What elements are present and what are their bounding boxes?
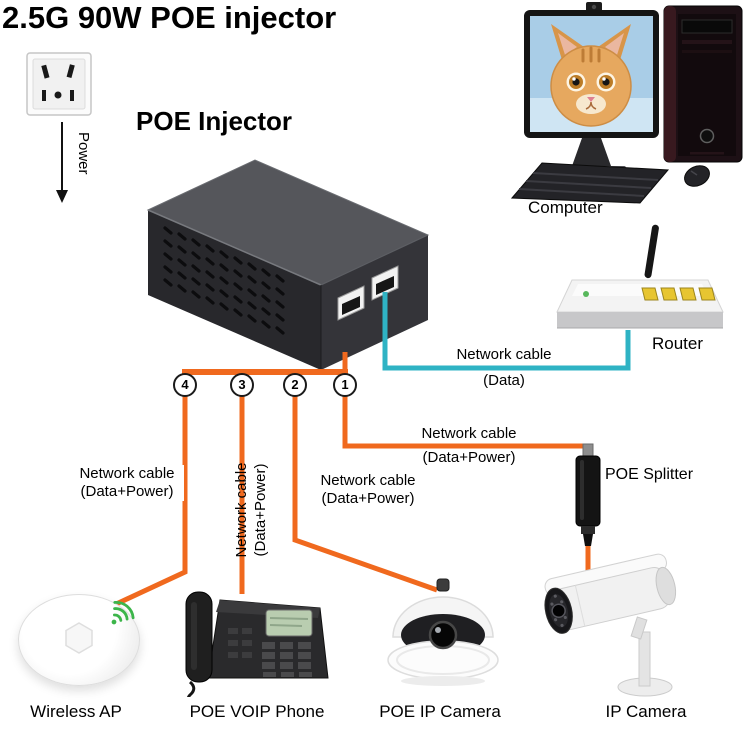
bullet-camera-body (544, 553, 677, 634)
wireless-ap-label: Wireless AP (30, 702, 122, 721)
vent-grill (163, 226, 285, 335)
rj45-port (337, 285, 365, 321)
dome-lens (428, 620, 458, 650)
injector-title: POE Injector (136, 106, 293, 136)
power-cables (110, 352, 591, 609)
cable-label-port2-line1: Network cable (320, 472, 416, 489)
page-title: 2.5G 90W POE injector (2, 0, 337, 35)
splitter-label: POE Splitter (605, 466, 694, 483)
ir-leds (550, 594, 567, 627)
cable-label-port2-line2: (Data+Power) (321, 490, 415, 507)
cable-label-port1-line2: (Data+Power) (406, 449, 532, 467)
cable-label-data-line1: Network cable (448, 346, 560, 364)
voip-phone-label: POE VOIP Phone (189, 702, 325, 721)
wifi-icon (111, 601, 135, 625)
cable-label-port4-line1: Network cable (79, 465, 175, 482)
phone-handset (185, 591, 213, 683)
dome-camera-device (387, 578, 499, 686)
router-ports (641, 287, 716, 301)
kitten-wallpaper (530, 16, 653, 132)
port-4-badge: 4 (173, 373, 197, 397)
port-3-badge: 3 (230, 373, 254, 397)
ip-camera-label: IP Camera (605, 702, 687, 721)
cable-label-data-line2: (Data) (448, 372, 560, 390)
poe-injector-device (146, 159, 430, 370)
router-label: Router (652, 334, 704, 353)
bullet-camera-device (544, 553, 677, 697)
power-outlet-icon (26, 52, 92, 116)
mouse (684, 165, 710, 187)
cable-label-port2: Network cable (Data+Power) (303, 472, 433, 508)
phone-buttons (228, 628, 252, 658)
injector-right-face (321, 235, 428, 370)
cable-port4 (110, 372, 188, 609)
poe-ip-camera-label: POE IP Camera (379, 702, 501, 721)
wireless-ap-device (18, 594, 140, 686)
router-device (556, 224, 724, 329)
cable-label-port3-line1: Network cable (233, 462, 250, 558)
cable-port2 (292, 372, 438, 593)
pc-tower (663, 5, 743, 163)
cable-label-port4-line2: (Data+Power) (80, 483, 174, 500)
port-2-badge: 2 (283, 373, 307, 397)
cable-label-port3: Network cable (Data+Power) (232, 444, 272, 576)
bullet-lens (551, 603, 566, 619)
poe-splitter-device (575, 443, 601, 546)
rj45-port (371, 265, 399, 301)
cable-label-port3-line2: (Data+Power) (252, 463, 269, 557)
computer-monitor (524, 2, 659, 176)
cable-data (382, 292, 631, 371)
computer-label: Computer (528, 198, 603, 217)
power-arrowhead-icon (56, 190, 68, 203)
cable-label-port4: Network cable (Data+Power) (70, 465, 184, 501)
router-antenna (644, 224, 659, 279)
voip-phone-device (185, 591, 329, 697)
power-label: Power (75, 132, 92, 175)
webcam-icon (586, 2, 602, 12)
phone-keypad (262, 642, 312, 677)
keyboard (510, 162, 670, 204)
cable-label-port1-line1: Network cable (406, 425, 532, 443)
monitor-stand (572, 138, 611, 166)
port-1-badge: 1 (333, 373, 357, 397)
hexagon-logo (65, 622, 93, 654)
